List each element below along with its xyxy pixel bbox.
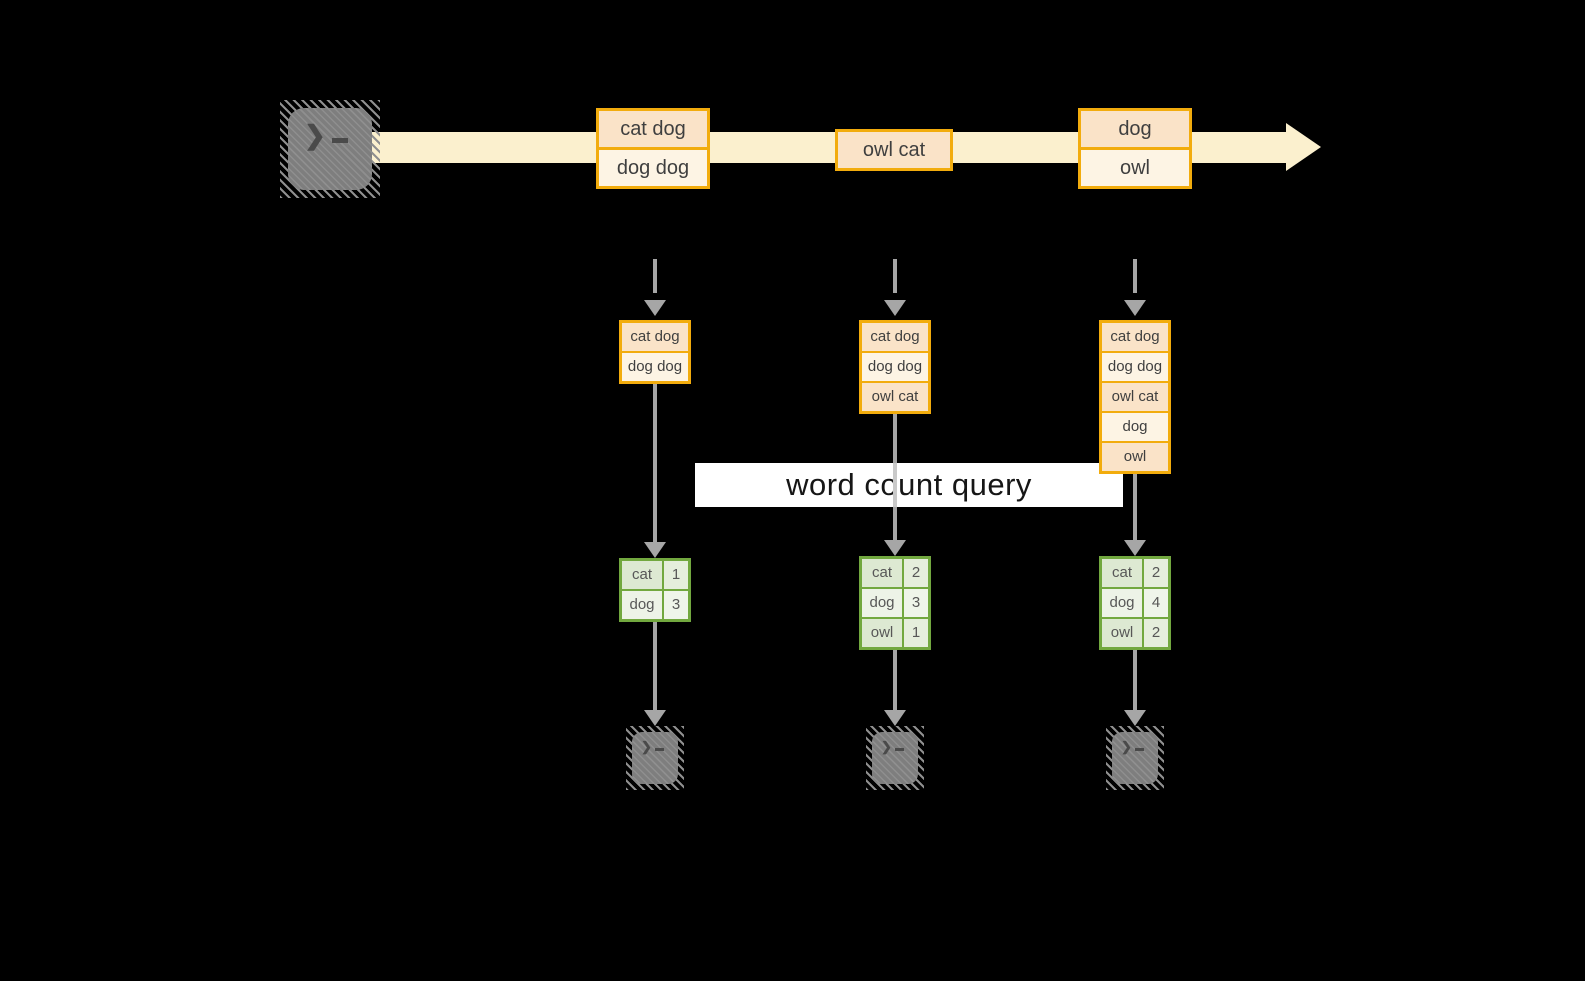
flow-line (893, 650, 897, 710)
flow-line (1133, 650, 1137, 710)
buffer-row: dog dog (1102, 351, 1168, 381)
buffer-row: dog (1102, 411, 1168, 441)
ingest-arrow-dash (1133, 259, 1137, 293)
terminal-screen: ❯ (288, 108, 372, 190)
count-word: cat (862, 559, 902, 587)
event-line: dog (1081, 111, 1189, 147)
buffer-stack-1: cat dog dog dog (619, 320, 691, 384)
terminal-prompt-icon: ❯ (1121, 739, 1132, 754)
terminal-prompt-icon: ❯ (304, 120, 326, 150)
terminal-cursor-icon (894, 748, 904, 751)
count-value: 3 (664, 591, 688, 619)
count-word: owl (1102, 619, 1142, 647)
terminal-prompt-icon: ❯ (641, 739, 652, 754)
terminal-cursor-icon (1134, 748, 1144, 751)
flow-line (653, 622, 657, 710)
count-value: 3 (904, 589, 928, 617)
flow-line (1133, 474, 1137, 540)
flow-arrowhead-icon (1124, 710, 1146, 726)
flow-line (653, 384, 657, 542)
terminal-cursor-icon (331, 138, 348, 143)
terminal-screen: ❯ (1112, 732, 1158, 784)
buffer-row: cat dog (862, 323, 928, 351)
count-value: 4 (1144, 589, 1168, 617)
count-word: dog (1102, 589, 1142, 617)
word-count-table-1: cat 1 dog 3 (619, 558, 691, 622)
buffer-stack-3: cat dog dog dog owl cat dog owl (1099, 320, 1171, 474)
count-word: dog (862, 589, 902, 617)
event-line: owl (1081, 147, 1189, 186)
output-terminal-icon-2: ❯ (866, 726, 924, 790)
source-terminal-icon: ❯ (280, 100, 380, 198)
buffer-row: owl (1102, 441, 1168, 471)
terminal-screen: ❯ (872, 732, 918, 784)
stream-event-box-3: dog owl (1078, 108, 1192, 189)
buffer-row: dog dog (622, 351, 688, 381)
buffer-stack-2: cat dog dog dog owl cat (859, 320, 931, 414)
event-line: dog dog (599, 147, 707, 186)
count-value: 1 (664, 561, 688, 589)
count-value: 2 (1144, 619, 1168, 647)
count-value: 2 (904, 559, 928, 587)
flow-arrowhead-icon (1124, 540, 1146, 556)
count-word: cat (622, 561, 662, 589)
buffer-row: owl cat (862, 381, 928, 411)
word-count-table-2: cat 2 dog 3 owl 1 (859, 556, 931, 650)
event-line: cat dog (599, 111, 707, 147)
count-word: owl (862, 619, 902, 647)
buffer-row: owl cat (1102, 381, 1168, 411)
stream-event-box-1: cat dog dog dog (596, 108, 710, 189)
flow-arrowhead-icon (884, 710, 906, 726)
terminal-cursor-icon (654, 748, 664, 751)
ingest-arrowhead-icon (644, 300, 666, 316)
flow-arrowhead-icon (644, 542, 666, 558)
buffer-row: cat dog (1102, 323, 1168, 351)
ingest-arrow-dash (893, 259, 897, 293)
count-word: dog (622, 591, 662, 619)
ingest-arrowhead-icon (884, 300, 906, 316)
flow-arrowhead-icon (884, 540, 906, 556)
event-line: owl cat (838, 132, 950, 168)
count-value: 2 (1144, 559, 1168, 587)
terminal-prompt-icon: ❯ (881, 739, 892, 754)
word-count-table-3: cat 2 dog 4 owl 2 (1099, 556, 1171, 650)
buffer-row: dog dog (862, 351, 928, 381)
terminal-screen: ❯ (632, 732, 678, 784)
count-value: 1 (904, 619, 928, 647)
flow-arrowhead-icon (644, 710, 666, 726)
count-word: cat (1102, 559, 1142, 587)
ingest-arrow-dash (653, 259, 657, 293)
buffer-row: cat dog (622, 323, 688, 351)
stream-band-arrowhead-icon (1286, 123, 1321, 171)
flow-line-over-banner (893, 463, 897, 507)
ingest-arrowhead-icon (1124, 300, 1146, 316)
stream-event-box-2: owl cat (835, 129, 953, 171)
output-terminal-icon-3: ❯ (1106, 726, 1164, 790)
output-terminal-icon-1: ❯ (626, 726, 684, 790)
query-banner: word count query (695, 463, 1123, 507)
